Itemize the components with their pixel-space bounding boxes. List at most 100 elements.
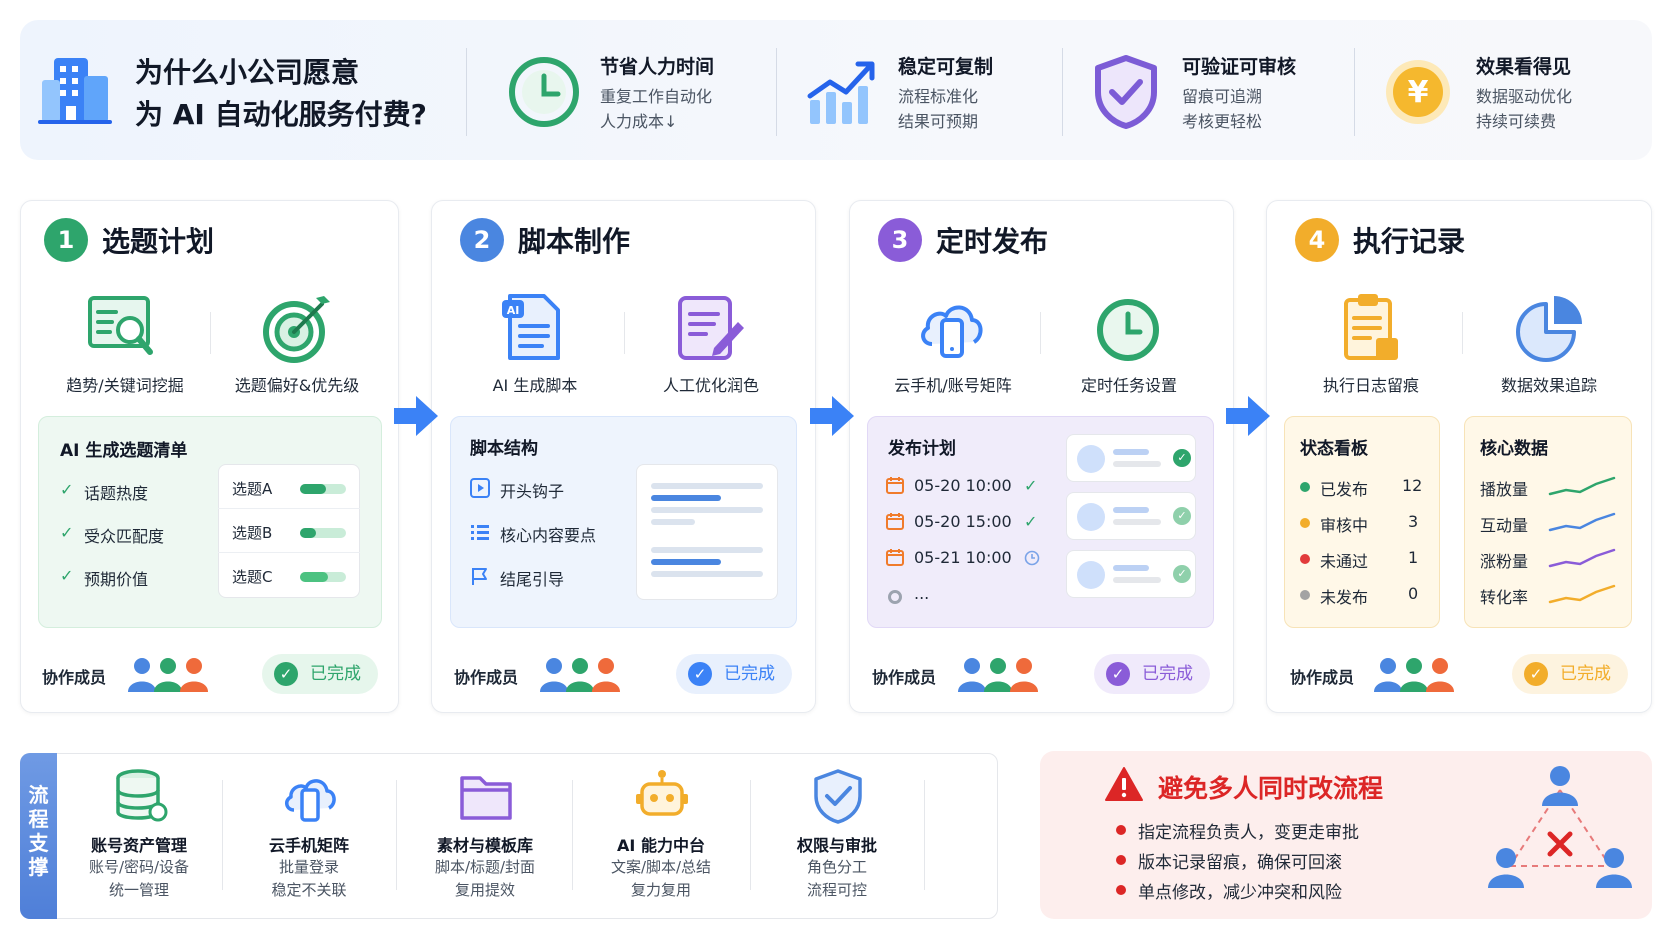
warning-icon bbox=[1105, 767, 1143, 801]
tool-label: 数据效果追踪 bbox=[1500, 376, 1597, 395]
trend-sparkline bbox=[1548, 584, 1616, 604]
support-item-desc: 账号/密码/设备统一管理 bbox=[88, 858, 190, 899]
step-number: 2 bbox=[460, 218, 504, 262]
shield-check-icon bbox=[1095, 55, 1157, 129]
status-count: 0 bbox=[1408, 584, 1419, 603]
growth-chart-icon bbox=[807, 61, 875, 124]
divider bbox=[1354, 48, 1355, 136]
svg-text:AI: AI bbox=[507, 304, 520, 317]
arrow-right-icon bbox=[810, 396, 854, 436]
status-dot bbox=[1300, 518, 1310, 528]
support-item-title: 账号资产管理 bbox=[90, 836, 187, 855]
status-badge: ✓已完成 bbox=[1094, 654, 1210, 694]
divider bbox=[210, 312, 211, 354]
trend-sparkline bbox=[1548, 476, 1616, 496]
target-icon bbox=[263, 296, 330, 363]
metric-label: 涨粉量 bbox=[1480, 552, 1529, 571]
clipboard-log-icon bbox=[1344, 294, 1398, 360]
check-icon: ✓ bbox=[1024, 512, 1038, 531]
script-section: 核心内容要点 bbox=[500, 526, 597, 545]
support-item-title: AI 能力中台 bbox=[617, 836, 705, 855]
support-label: 流程支撑 bbox=[20, 753, 57, 919]
divider bbox=[218, 508, 360, 509]
conflict-diagram-icon bbox=[1488, 766, 1632, 888]
status-count: 3 bbox=[1408, 512, 1419, 531]
ai-document-icon: AI bbox=[502, 294, 560, 360]
more-indicator: ... bbox=[914, 584, 930, 603]
account-row: ✓ bbox=[1066, 550, 1196, 598]
arrow-right-icon bbox=[1226, 396, 1270, 436]
step-title: 选题计划 bbox=[102, 225, 215, 258]
tool-label: AI 生成脚本 bbox=[492, 376, 578, 395]
status-label: 已发布 bbox=[1320, 480, 1369, 499]
check-icon: ✓ bbox=[60, 566, 74, 585]
team-avatars-icon bbox=[958, 658, 1038, 692]
edit-document-icon bbox=[678, 296, 744, 360]
divider bbox=[222, 780, 223, 890]
divider bbox=[624, 312, 625, 354]
check-icon: ✓ bbox=[60, 523, 74, 542]
topic-item: 选题C bbox=[232, 568, 273, 586]
pending-clock-icon bbox=[1024, 550, 1040, 566]
benefit-desc: 重复工作自动化人力成本↓ bbox=[600, 87, 713, 131]
metric-label: 播放量 bbox=[1480, 480, 1529, 499]
calendar-icon bbox=[886, 513, 904, 530]
divider bbox=[572, 780, 573, 890]
status-dot bbox=[1300, 482, 1310, 492]
status-label: 未通过 bbox=[1320, 552, 1369, 571]
benefit-title: 可验证可审核 bbox=[1182, 56, 1297, 78]
trend-sparkline bbox=[1548, 512, 1616, 532]
score-bar bbox=[300, 572, 346, 582]
support-item-desc: 角色分工流程可控 bbox=[806, 858, 867, 899]
robot-icon bbox=[636, 770, 688, 816]
account-row: ✓ bbox=[1066, 434, 1196, 482]
panel-title: AI 生成选题清单 bbox=[60, 441, 188, 461]
step-number: 4 bbox=[1295, 218, 1339, 262]
shield-check-icon bbox=[814, 769, 862, 824]
svg-text:¥: ¥ bbox=[1408, 75, 1429, 110]
bullet-dot bbox=[1116, 825, 1126, 835]
benefit-title: 效果看得见 bbox=[1476, 56, 1572, 78]
status-dot bbox=[1300, 590, 1310, 600]
account-row: ✓ bbox=[1066, 492, 1196, 540]
step-number: 1 bbox=[44, 218, 88, 262]
criteria-label: 话题热度 bbox=[84, 484, 149, 503]
script-section: 开头钩子 bbox=[500, 482, 565, 501]
divider bbox=[1462, 312, 1463, 354]
step-title: 执行记录 bbox=[1353, 225, 1466, 258]
benefit-desc: 流程标准化结果可预期 bbox=[898, 87, 979, 131]
status-label: 未发布 bbox=[1320, 588, 1369, 607]
team-avatars-icon bbox=[1374, 658, 1454, 692]
support-item-title: 素材与模板库 bbox=[436, 836, 533, 855]
folder-icon bbox=[460, 776, 512, 820]
tool-label: 执行日志留痕 bbox=[1322, 376, 1419, 395]
tool-label: 云手机/账号矩阵 bbox=[894, 376, 1012, 395]
divider bbox=[924, 780, 925, 890]
search-report-icon bbox=[88, 296, 153, 355]
page-title: 为什么小公司愿意为 AI 自动化服务付费? bbox=[135, 56, 427, 131]
topic-item: 选题B bbox=[232, 524, 273, 542]
score-bar bbox=[300, 528, 346, 538]
support-item-title: 权限与审批 bbox=[796, 836, 877, 855]
panel-title: 发布计划 bbox=[888, 439, 956, 459]
status-count: 12 bbox=[1402, 476, 1423, 495]
divider bbox=[776, 48, 777, 136]
check-icon: ✓ bbox=[60, 480, 74, 499]
script-preview bbox=[636, 464, 778, 600]
status-label: 审核中 bbox=[1320, 516, 1369, 535]
warning-title: 避免多人同时改流程 bbox=[1158, 774, 1384, 803]
panel-title: 核心数据 bbox=[1480, 439, 1548, 459]
team-avatars-icon bbox=[540, 658, 620, 692]
tool-label: 人工优化润色 bbox=[662, 376, 759, 395]
metric-label: 互动量 bbox=[1480, 516, 1529, 535]
yen-coin-icon: ¥ bbox=[1386, 60, 1450, 124]
clock-icon bbox=[509, 57, 579, 127]
criteria-label: 预期价值 bbox=[84, 570, 149, 589]
publish-time: 05-20 15:00 bbox=[914, 512, 1012, 531]
status-badge: ✓已完成 bbox=[676, 654, 792, 694]
list-icon bbox=[471, 525, 489, 540]
database-icon bbox=[116, 769, 168, 822]
benefit-desc: 留痕可追溯考核更轻松 bbox=[1182, 87, 1263, 131]
pending-dot-icon bbox=[888, 590, 902, 604]
bullet-dot bbox=[1116, 855, 1126, 865]
